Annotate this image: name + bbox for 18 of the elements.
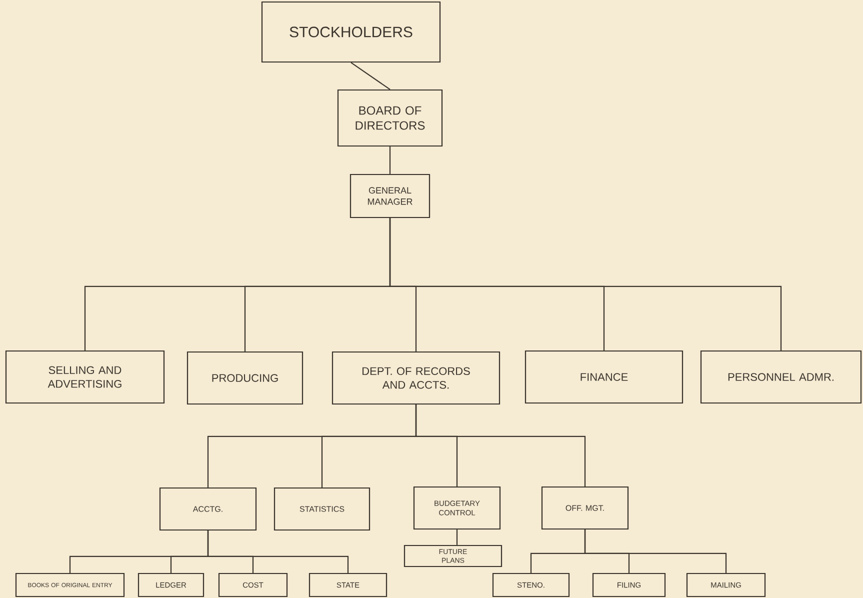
- department-box: DEPT. OF RECORDS AND ACCTS.: [332, 351, 500, 405]
- connector-line: [350, 62, 390, 90]
- department-box: ACCTG.: [159, 487, 257, 531]
- department-box: PERSONNEL ADMR.: [700, 350, 862, 404]
- connector-line: [415, 404, 586, 486]
- department-box: BOARD OF DIRECTORS: [337, 89, 443, 147]
- department-box: GENERAL MANAGER: [350, 174, 430, 218]
- department-box: STATISTICS: [274, 487, 370, 531]
- connector-line: [207, 530, 349, 573]
- department-box: FINANCE: [524, 350, 684, 404]
- department-box: STOCKHOLDERS: [261, 1, 441, 63]
- connector-line: [389, 146, 391, 174]
- department-box: PRODUCING: [186, 351, 304, 405]
- connector-line: [389, 218, 782, 350]
- connector-line: [584, 530, 727, 573]
- connector-line: [456, 530, 458, 545]
- department-box: SELLING AND ADVERTISING: [5, 350, 165, 404]
- department-box: OFF. MGT.: [541, 486, 629, 530]
